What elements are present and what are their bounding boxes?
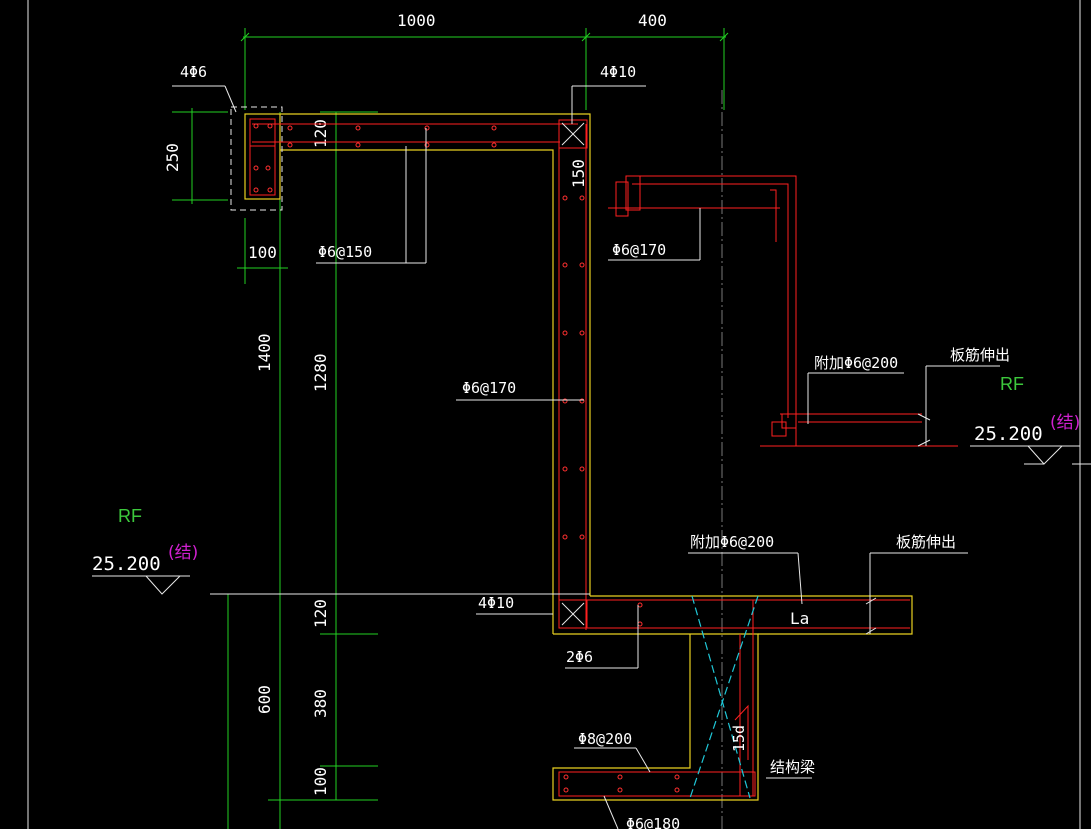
leader-lines — [172, 85, 1000, 829]
label-phi6-150: Φ6@150 — [318, 243, 372, 261]
column-dashed-box — [230, 106, 283, 211]
label-struct-beam: 结构梁 — [770, 758, 815, 776]
vertical-dimension-group — [227, 111, 378, 829]
label-phi6-170-right: Φ6@170 — [612, 241, 666, 259]
label-4phi10-bottom: 4Φ10 — [478, 594, 514, 612]
dim-1280: 1280 — [311, 353, 330, 392]
label-2phi6: 2Φ6 — [566, 648, 593, 666]
label-15d: 15d — [730, 725, 748, 752]
dim-120-top: 120 — [311, 119, 330, 148]
rebar-main — [249, 118, 910, 797]
dim-100-bottom: 100 — [311, 767, 330, 796]
label-add-phi6-200-lower: 附加Φ6@200 — [690, 533, 774, 551]
dim-250: 250 — [163, 143, 182, 172]
level-name-left: RF — [118, 506, 142, 526]
label-phi6-180: Φ6@180 — [626, 815, 680, 829]
dim-1000: 1000 — [397, 11, 436, 30]
level-elevation-right: 25.200 — [974, 423, 1043, 445]
level-note-left: (结) — [168, 543, 198, 563]
dim-100: 100 — [248, 243, 277, 262]
dim-120-bottom: 120 — [311, 599, 330, 628]
level-lines — [92, 445, 1091, 595]
dim-1400: 1400 — [255, 333, 274, 372]
label-add-phi6-200-upper: 附加Φ6@200 — [814, 354, 898, 372]
dim-150: 150 — [569, 159, 588, 188]
dim-380: 380 — [311, 689, 330, 718]
hidden-lines — [689, 595, 759, 799]
label-4phi10-top: 4Φ10 — [600, 63, 636, 81]
label-slab-extend-upper: 板筋伸出 — [950, 346, 1010, 364]
level-name-right: RF — [1000, 374, 1024, 394]
label-phi6-170-wall: Φ6@170 — [462, 379, 516, 397]
label-4phi6: 4Φ6 — [180, 63, 207, 81]
level-elevation-left: 25.200 — [92, 553, 161, 575]
concrete-outline — [244, 113, 913, 801]
label-phi8-200: Φ8@200 — [578, 730, 632, 748]
top-dimension-group — [240, 28, 729, 110]
dim-600: 600 — [255, 685, 274, 714]
rebar-dots — [253, 123, 680, 793]
rebar-hook-detail — [608, 175, 958, 447]
label-la: La — [790, 609, 809, 628]
dim-400: 400 — [638, 11, 667, 30]
level-note-right: (结) — [1050, 413, 1080, 433]
label-slab-extend-lower: 板筋伸出 — [896, 533, 956, 551]
